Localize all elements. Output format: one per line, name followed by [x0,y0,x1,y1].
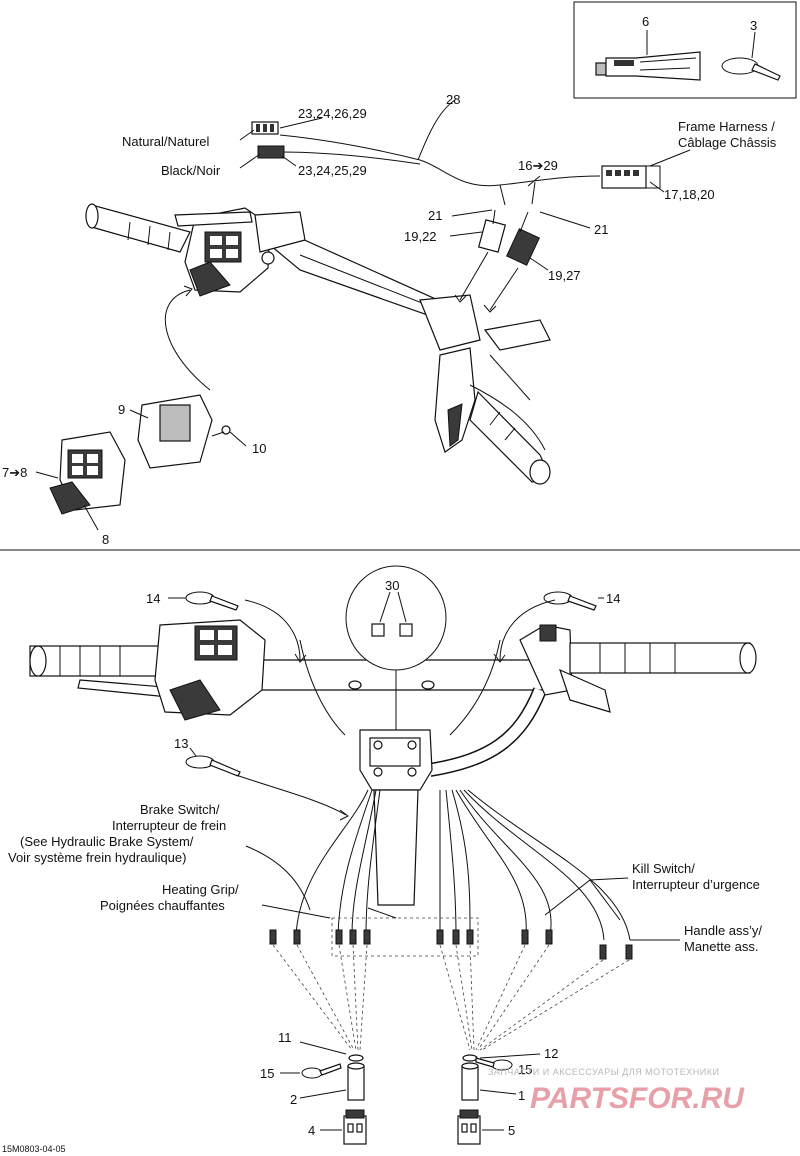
callout-8: 8 [102,532,109,547]
label-brake-switch-fr: Interrupteur de frein [112,818,226,833]
callout-12: 12 [544,1046,558,1061]
dashed-connections [272,944,630,1051]
figure-code: 15M0803-04-05 [2,1144,66,1154]
callout-14-right: 14 [606,591,620,606]
label-heating-grip-en: Heating Grip/ [162,882,239,897]
label-natural: Natural/Naturel [122,134,210,149]
bottom-parts [301,1054,513,1145]
label-heating-grip-fr: Poignées chauffantes [100,898,225,913]
label-handle-assy-en: Handle ass’y/ [684,923,762,938]
callout-21-left: 21 [428,208,442,223]
wires-bottom [269,789,633,960]
label-black: Black/Noir [161,163,221,178]
cable-tie-13 [185,755,241,777]
callout-19-22: 19,22 [404,229,437,244]
label-brake-see-fr: Voir système frein hydraulique) [8,850,186,865]
label-brake-switch-en: Brake Switch/ [140,802,220,817]
callout-13: 13 [174,736,188,751]
callout-19-27: 19,27 [548,268,581,283]
callout-23-24-26-29: 23,24,26,29 [298,106,367,121]
callout-5: 5 [508,1123,515,1138]
label-frame-harness-en: Frame Harness / [678,119,775,134]
callout-6: 6 [642,14,649,29]
callout-4: 4 [308,1123,315,1138]
detail-circle-30 [345,565,447,730]
callout-15-right: 15 [518,1062,532,1077]
callout-21-right: 21 [594,222,608,237]
callout-28: 28 [446,92,460,107]
callout-15-left: 15 [260,1066,274,1081]
cable-tie-icon [721,57,781,81]
callout-1: 1 [518,1088,525,1103]
cable-tie-right-14 [543,591,597,611]
callout-7-8: 7➔8 [2,465,27,480]
callout-2: 2 [290,1092,297,1107]
wire-harness [251,99,661,266]
callout-23-24-25-29: 23,24,25,29 [298,163,367,178]
callout-16-29: 16➔29 [518,158,558,173]
grease-tube-icon [595,51,701,81]
callout-9: 9 [118,402,125,417]
label-brake-see-en: (See Hydraulic Brake System/ [20,834,194,849]
handlebar-top [85,203,551,485]
label-kill-switch-en: Kill Switch/ [632,861,695,876]
callout-30: 30 [385,578,399,593]
cable-tie-left-14 [185,591,239,611]
callout-17-18-20: 17,18,20 [664,187,715,202]
label-frame-harness-fr: Câblage Châssis [678,135,777,150]
watermark-brand: PARTSFOR.RU [530,1082,745,1115]
callout-14-left: 14 [146,591,160,606]
handlebar-bottom [29,599,757,906]
callout-3: 3 [750,18,757,33]
inset-box [573,1,797,99]
watermark-tagline: ЗАПЧАСТИ И АКСЕССУАРЫ ДЛЯ МОТОТЕХНИКИ [488,1067,719,1077]
switch-housing-exploded [49,394,231,515]
label-handle-assy-fr: Manette ass. [684,939,758,954]
callout-10: 10 [252,441,266,456]
label-kill-switch-fr: Interrupteur d’urgence [632,877,760,892]
callout-11: 11 [278,1030,292,1045]
